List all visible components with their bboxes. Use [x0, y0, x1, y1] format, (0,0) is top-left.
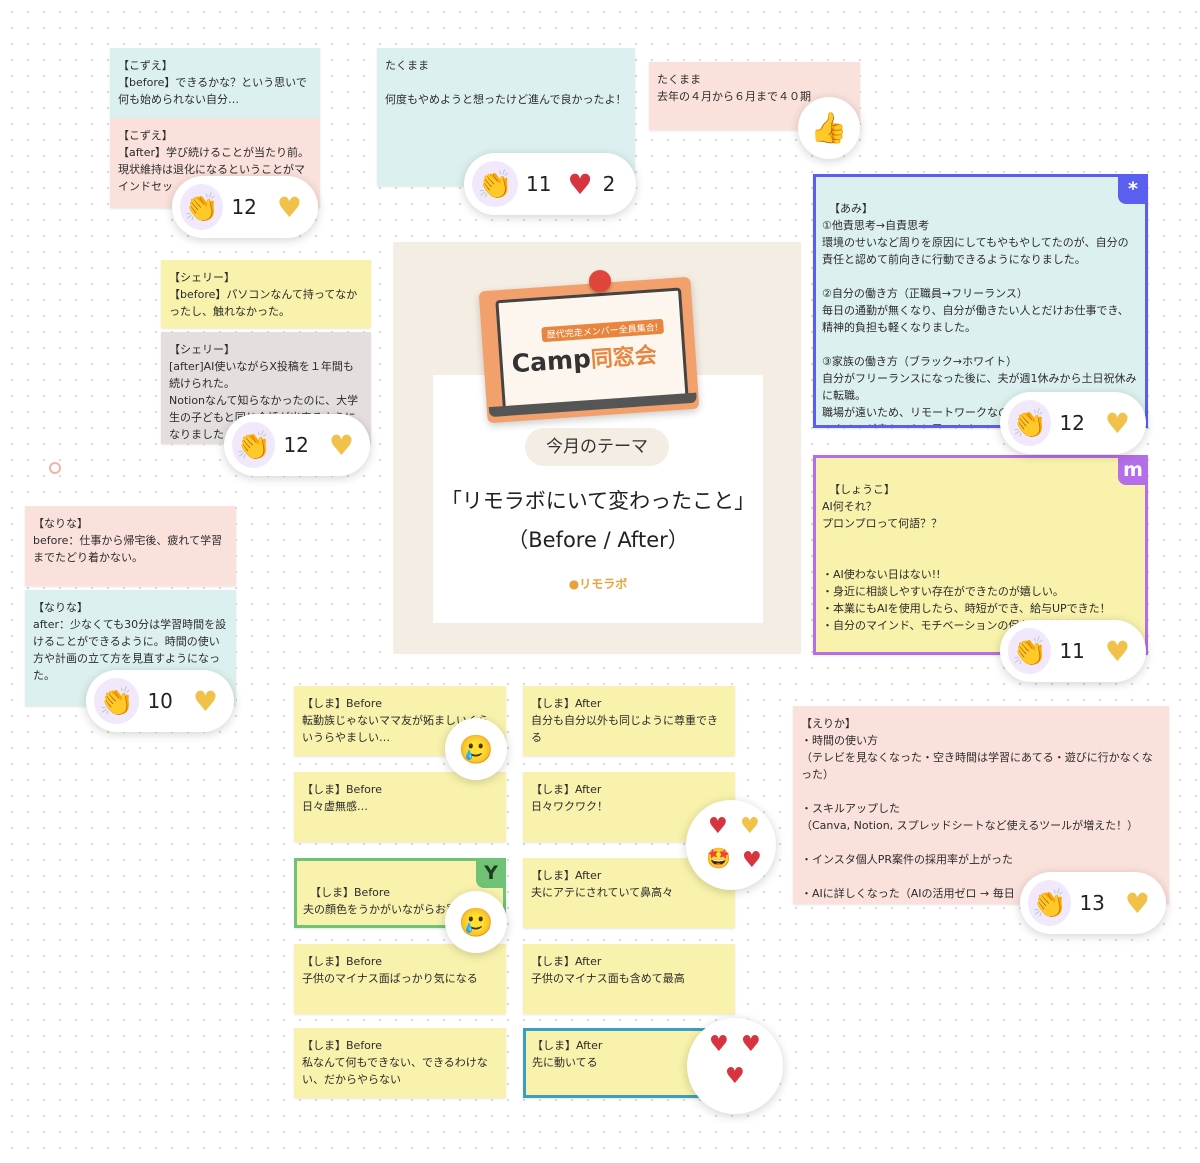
- red-heart-icon: ♥: [742, 848, 762, 873]
- rimolabo-logo: ●リモラボ: [433, 575, 763, 592]
- note-narina-before[interactable]: 【なりな】 before：仕事から帰宅後、疲れて学習までたどり着かない。: [25, 506, 236, 586]
- smiling-tear-icon: 🥲: [458, 905, 494, 939]
- red-heart-icon: ♥: [708, 814, 728, 839]
- clap-icon[interactable]: 👏: [232, 422, 276, 468]
- clap-count: 11: [1059, 639, 1085, 663]
- heart-icon[interactable]: ♥: [276, 190, 302, 224]
- reaction-pill-narina[interactable]: 👏 10 ♥: [86, 670, 234, 732]
- event-banner: 歴代完走メンバー全員集合! Camp同窓会: [478, 276, 700, 424]
- clap-icon[interactable]: 👏: [472, 161, 518, 207]
- small-flower-icon: [49, 462, 61, 474]
- note-shima-before-3-text: 【しま】Before 夫の顔色をうかがいながらお買い物: [303, 886, 479, 916]
- clap-icon[interactable]: 👏: [1028, 880, 1072, 926]
- reaction-pill-erika[interactable]: 👏 13 ♥: [1020, 872, 1166, 934]
- note-shima-author-badge: Y: [476, 861, 503, 888]
- star-eyes-icon: 🤩: [706, 846, 731, 870]
- note-shima-before-5[interactable]: 【しま】Before 私なんて何もできない、できるわけない、だからやらない: [294, 1028, 506, 1098]
- note-ami-text: 【あみ】 ①他責思考→自責思考 環境のせいなど周りを原因にしてもやもやしてたのが…: [822, 202, 1137, 425]
- note-shoko-author-badge: m: [1118, 458, 1145, 485]
- rimolabo-logo-text: リモラボ: [579, 577, 628, 591]
- reaction-pill-ami[interactable]: 👏 12 ♥: [1000, 392, 1146, 454]
- clap-count: 12: [231, 195, 257, 219]
- note-erika[interactable]: 【えりか】 ・時間の使い方 （テレビを見なくなった・空き時間は学習にあてる・遊び…: [793, 706, 1169, 904]
- clap-count: 10: [147, 689, 173, 713]
- clap-icon[interactable]: 👏: [180, 184, 224, 230]
- heart-icon[interactable]: ♥: [192, 684, 218, 718]
- pushpin-icon: [589, 270, 611, 292]
- reaction-tear-smile-2[interactable]: 🥲: [445, 891, 507, 953]
- yellow-heart-icon: ♥: [740, 814, 760, 839]
- note-ami[interactable]: 【あみ】 ①他責思考→自責思考 環境のせいなど周りを原因にしてもやもやしてたのが…: [813, 174, 1148, 428]
- thumbs-up-icon: 👍: [810, 110, 848, 146]
- reaction-cluster-after-2[interactable]: ♥ ♥ 🤩 ♥: [686, 800, 776, 890]
- banner-dosokai: 同窓会: [590, 343, 658, 373]
- heart-icon[interactable]: ♥: [328, 428, 354, 462]
- reaction-cluster-after-5[interactable]: ♥ ♥ ♥: [687, 1018, 783, 1114]
- reaction-pill-shoko[interactable]: 👏 11 ♥: [1000, 620, 1146, 682]
- note-shima-after-4[interactable]: 【しま】After 子供のマイナス面も含めて最高: [523, 944, 735, 1014]
- clap-icon[interactable]: 👏: [94, 678, 140, 724]
- clap-count: 12: [283, 433, 309, 457]
- theme-title-line1: 「リモラボにいて変わったこと」: [440, 489, 756, 513]
- theme-label: 今月のテーマ: [525, 428, 669, 466]
- reaction-pill-takumama[interactable]: 👏 11 ♥ 2: [464, 153, 636, 215]
- smiling-tear-icon: 🥲: [458, 732, 494, 766]
- heart-icon[interactable]: ♥: [1104, 406, 1130, 440]
- red-heart-icon: ♥: [741, 1032, 761, 1057]
- clap-icon[interactable]: 👏: [1008, 400, 1052, 446]
- note-kozue-before[interactable]: 【こずえ】 【before】できるかな？という思いで何も始められない自分…: [110, 48, 320, 118]
- note-shoko-text: 【しょうこ】 AI何それ？ プロンプロって何語？？ ・AI使わない日はない!! …: [822, 483, 1129, 632]
- reaction-thumbs[interactable]: 👍: [798, 97, 860, 159]
- theme-card[interactable]: 歴代完走メンバー全員集合! Camp同窓会 今月のテーマ 「リモラボにいて変わっ…: [393, 242, 801, 654]
- heart-icon[interactable]: ♥: [1124, 886, 1150, 920]
- theme-title-line2: （Before / After）: [507, 528, 689, 552]
- reaction-pill-kozue[interactable]: 👏 12 ♥: [172, 176, 318, 238]
- clap-count: 11: [526, 172, 552, 196]
- clap-count: 12: [1059, 411, 1085, 435]
- clap-count: 13: [1079, 891, 1105, 915]
- red-heart-icon[interactable]: ♥: [567, 167, 593, 201]
- heart-count: 2: [602, 172, 616, 196]
- note-sherry-before[interactable]: 【シェリー】 【before】パソコンなんて持ってなかったし、触れなかった。: [161, 260, 371, 328]
- red-heart-icon: ♥: [709, 1032, 729, 1057]
- red-heart-icon: ♥: [725, 1064, 745, 1089]
- note-shima-before-2[interactable]: 【しま】Before 日々虚無感…: [294, 772, 506, 842]
- banner-camp: Camp: [510, 343, 592, 379]
- clap-icon[interactable]: 👏: [1008, 628, 1052, 674]
- reaction-tear-smile-1[interactable]: 🥲: [445, 718, 507, 780]
- reaction-pill-sherry[interactable]: 👏 12 ♥: [224, 414, 370, 476]
- note-ami-author-badge: *: [1118, 177, 1145, 204]
- note-shima-before-4[interactable]: 【しま】Before 子供のマイナス面ばっかり気になる: [294, 944, 506, 1014]
- rimolabo-logo-mark: ●: [568, 577, 580, 591]
- note-shima-after-1[interactable]: 【しま】After 自分も自分以外も同じように尊重できる: [523, 686, 735, 756]
- heart-icon[interactable]: ♥: [1104, 634, 1130, 668]
